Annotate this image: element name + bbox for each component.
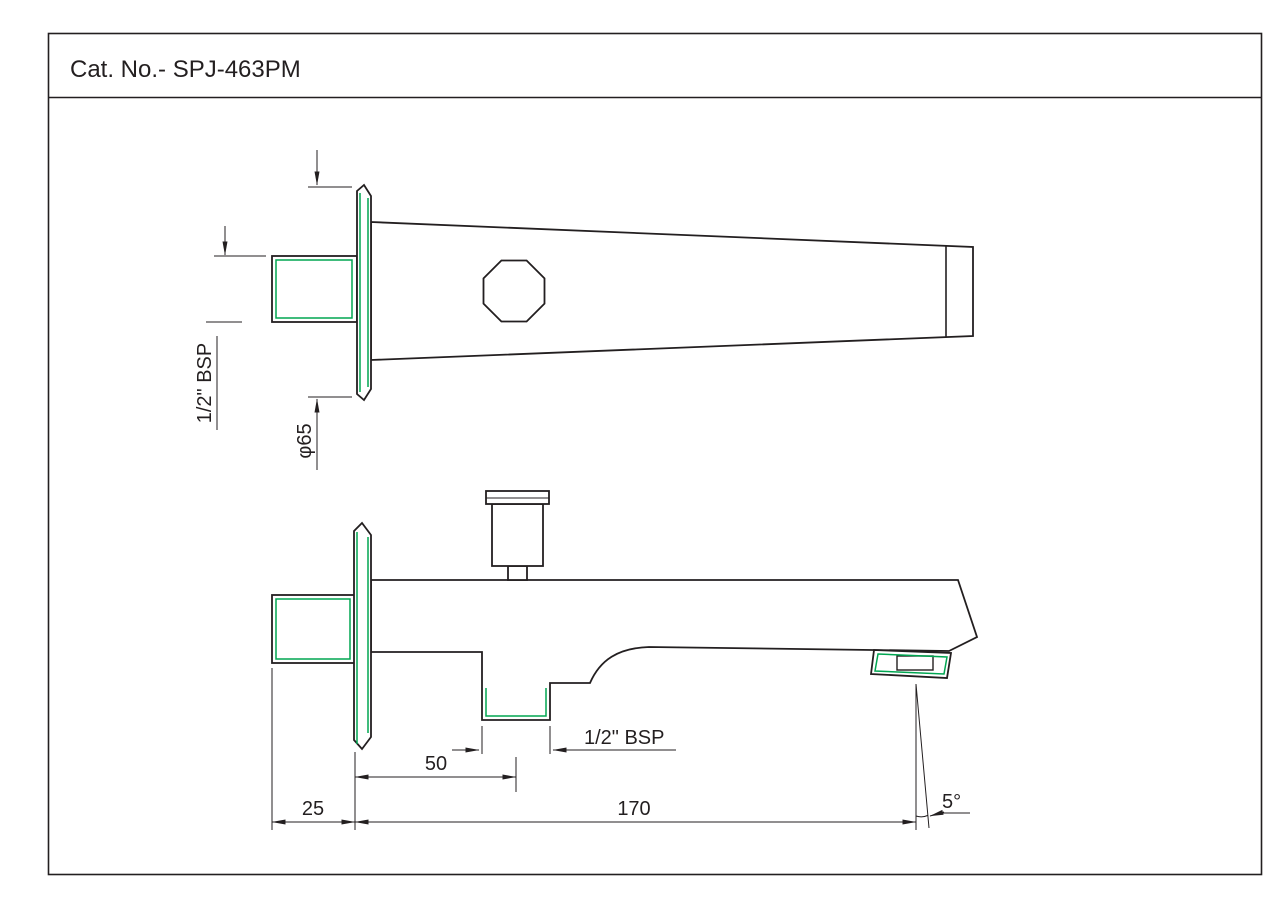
dim-arrow-angle: [929, 809, 945, 817]
wall-flange-top: [356, 183, 372, 402]
inlet-shank-top: [271, 255, 358, 323]
thread-highlight-side: [275, 532, 948, 744]
wall-flange-side: [353, 521, 372, 751]
inlet-shank-side: [271, 594, 356, 664]
diverter-body: [491, 503, 544, 567]
spout-body-top: [370, 221, 974, 361]
dim-inlet-thread-label: 1/2" BSP: [194, 343, 216, 423]
dim-170-label: 170: [617, 798, 650, 820]
dim-25-label: 25: [302, 798, 324, 820]
top-view: 1/2" BSP φ65: [194, 150, 974, 470]
octagon-detail: [482, 259, 546, 323]
dim-outlet-thread-label: 1/2" BSP: [584, 727, 664, 749]
dim-flange-diameter-label: φ65: [294, 423, 316, 458]
drawing-frame: [47, 32, 1263, 876]
side-view: 1/2" BSP 50 25 170 5°: [271, 490, 979, 830]
extension-lines-top: [206, 186, 352, 430]
spout-body-side: [370, 579, 979, 721]
dim-angle-label: 5°: [942, 791, 961, 813]
dim-50-label: 50: [425, 753, 447, 775]
diverter-stem: [507, 565, 528, 581]
thread-highlight-top: [275, 193, 369, 392]
catalog-number: Cat. No.- SPJ-463PM: [70, 56, 301, 83]
